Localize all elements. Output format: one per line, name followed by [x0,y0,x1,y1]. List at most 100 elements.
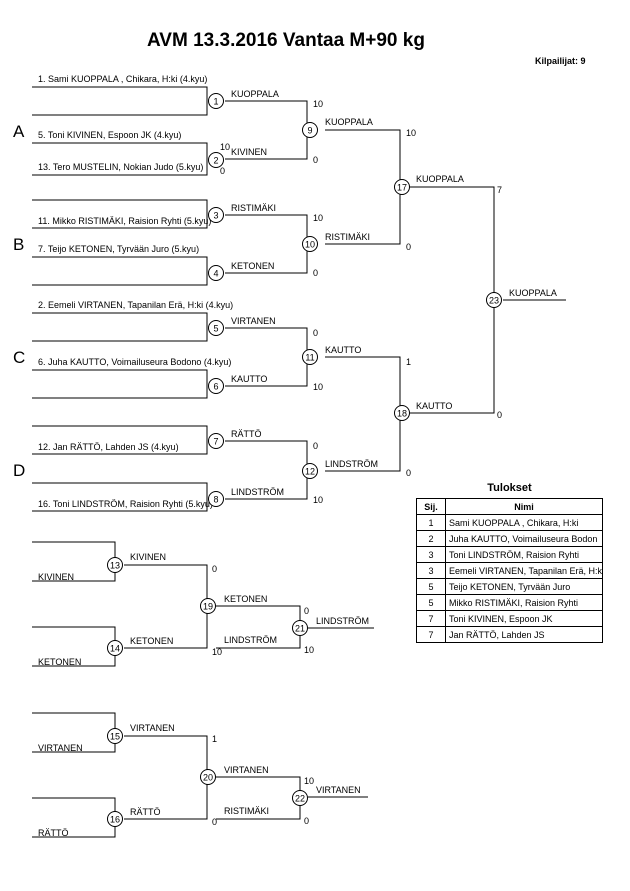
winner-label: RÄTTÖ [231,429,262,439]
score: 1 [212,734,217,744]
result-place: 3 [416,562,446,579]
match-number: 20 [203,773,213,783]
winner-label: LINDSTRÖM [316,616,369,626]
entries: 1. Sami KUOPPALA , Chikara, H:ki (4.kyu)… [38,74,233,509]
result-name: Jan RÄTTÖ, Lahden JS [445,626,603,643]
entry-ketonen: 7. Teijo KETONEN, Tyrvään Juro (5.kyu) [38,244,199,254]
match-number: 16 [110,815,120,825]
result-name: Toni KIVINEN, Espoon JK [445,610,603,627]
winner-label: KIVINEN [130,552,166,562]
winner-label: LINDSTRÖM [231,487,284,497]
page-title: AVM 13.3.2016 Vantaa M+90 kg [147,30,425,51]
match-number: 14 [110,644,120,654]
match-number: 7 [213,437,218,447]
result-name: Mikko RISTIMÄKI, Raision Ryhti [445,594,603,611]
winner-label: KAUTTO [416,401,452,411]
result-place: 1 [416,514,446,531]
scores: 10 0 10 0 10 0 0 10 0 10 10 0 1 0 7 0 0 … [212,99,502,827]
repechage-entry: RÄTTÖ [38,828,69,838]
winner-label: LINDSTRÖM [325,459,378,469]
winner-label: VIRTANEN [316,785,361,795]
match-number: 5 [213,324,218,334]
match-number: 12 [305,467,315,477]
score: 0 [313,441,318,451]
pool-label-d: D [13,461,25,480]
entry-kuoppala: 1. Sami KUOPPALA , Chikara, H:ki (4.kyu) [38,74,207,84]
score: 7 [497,185,502,195]
repechage-entry: VIRTANEN [38,743,83,753]
score: 0 [304,816,309,826]
match-number: 17 [397,183,407,193]
loser-label: LINDSTRÖM [224,635,277,645]
score: 10 [220,142,230,152]
match-number: 8 [213,495,218,505]
match-number: 13 [110,561,120,571]
score: 0 [313,155,318,165]
result-place: 7 [416,626,446,643]
score: 0 [220,166,225,176]
winner-label: KUOPPALA [231,89,279,99]
winner-label: VIRTANEN [130,723,175,733]
score: 0 [406,242,411,252]
match-number: 10 [305,240,315,250]
match-number: 22 [295,794,305,804]
result-place: 5 [416,578,446,595]
winner-label: VIRTANEN [231,316,276,326]
match-number: 2 [213,156,218,166]
score: 0 [497,410,502,420]
entry-ristimaki: 11. Mikko RISTIMÄKI, Raision Ryhti (5.ky… [38,216,211,226]
winner-label: KIVINEN [231,147,267,157]
winner-label: VIRTANEN [224,765,269,775]
score: 10 [313,382,323,392]
repechage-entry: KETONEN [38,657,81,667]
score: 0 [406,468,411,478]
pool-label-a: A [13,122,25,141]
result-name: Eemeli VIRTANEN, Tapanilan Erä, H:ki [445,562,603,579]
result-place: 5 [416,594,446,611]
result-place: 7 [416,610,446,627]
match-number: 21 [295,624,305,634]
score: 10 [313,495,323,505]
entry-lindstrom: 16. Toni LINDSTRÖM, Raision Ryhti (5.kyu… [38,499,213,509]
winner-label: KETONEN [224,594,267,604]
results-title: Tulokset [487,482,532,494]
winner-label: KAUTTO [325,345,361,355]
match-number: 1 [213,97,218,107]
entry-ratto: 12. Jan RÄTTÖ, Lahden JS (4.kyu) [38,442,179,452]
header-place: Sij. [416,498,446,515]
match-number: 6 [213,382,218,392]
score: 10 [313,99,323,109]
score: 0 [212,564,217,574]
winner-label: RÄTTÖ [130,807,161,817]
header-name: Nimi [445,498,603,515]
match-number: 4 [213,269,218,279]
results-header-row: Sij. Nimi [416,498,603,515]
match-number: 11 [305,353,314,363]
score: 10 [304,645,314,655]
match-number: 15 [110,732,120,742]
match-number: 9 [307,126,312,136]
match-numbers: 1 2 3 4 5 6 7 8 9 10 11 12 17 18 23 13 1… [107,93,502,827]
winner-label: KUOPPALA [416,174,464,184]
score: 1 [406,357,411,367]
pool-label-c: C [13,348,25,367]
pool-label-b: B [13,235,24,254]
score: 0 [313,268,318,278]
score: 10 [406,128,416,138]
winner-label: KETONEN [130,636,173,646]
result-name: Toni LINDSTRÖM, Raision Ryhti [445,546,603,563]
score: 10 [313,213,323,223]
match-number: 19 [203,602,213,612]
result-name: Teijo KETONEN, Tyrvään Juro [445,578,603,595]
score: 10 [212,647,222,657]
match-number: 18 [397,409,407,419]
result-name: Juha KAUTTO, Voimailuseura Bodon [445,530,603,547]
winner-label: KUOPPALA [325,117,373,127]
